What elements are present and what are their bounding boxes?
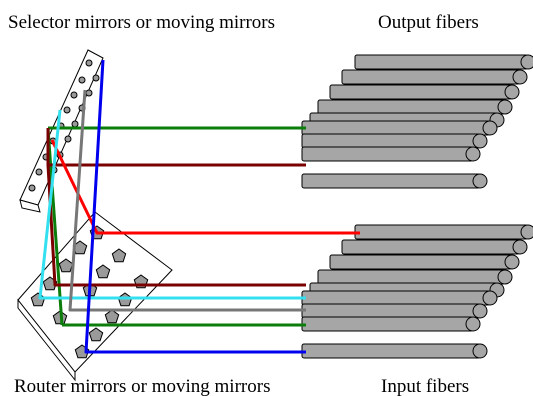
cyan-light-path: [38, 109, 306, 300]
fiber: [329, 84, 520, 100]
selector-mirror: [28, 184, 36, 192]
router-mirror: [88, 327, 104, 342]
fiber-end: [504, 254, 520, 270]
fiber: [301, 133, 488, 149]
output-fiber-bundle: [301, 54, 533, 189]
selector-mirror: [85, 89, 93, 97]
fiber: [341, 239, 528, 255]
fiber-body: [354, 224, 529, 240]
fiber-end: [504, 84, 520, 100]
fiber: [301, 303, 488, 319]
fiber: [354, 54, 533, 70]
selector-mirror: [85, 59, 93, 67]
input-fibers-label: Input fibers: [381, 376, 469, 396]
fiber-end: [520, 54, 533, 70]
fiber-end: [472, 303, 488, 319]
router-mirror: [95, 264, 111, 279]
light-paths: [38, 59, 360, 354]
fiber-body: [329, 254, 513, 270]
blue-light-path: [84, 59, 306, 354]
selector-panel-edge: [19, 199, 41, 213]
fiber-body: [341, 239, 521, 255]
fiber-end: [512, 69, 528, 85]
router-mirror-panel: [17, 211, 173, 382]
fiber-end: [497, 269, 513, 285]
fiber: [301, 290, 498, 306]
fiber-end: [482, 120, 498, 136]
selector-mirror: [64, 135, 72, 143]
fiber-end: [512, 239, 528, 255]
fiber-end: [472, 133, 488, 149]
fiber: [317, 269, 513, 285]
fiber-body: [301, 133, 481, 149]
router-panel-edge: [17, 298, 76, 382]
router-mirrors-label: Router mirrors or moving mirrors: [14, 376, 270, 396]
fiber-body: [301, 120, 491, 136]
fiber: [301, 343, 488, 359]
fiber-end: [472, 343, 488, 359]
selector-mirror: [78, 76, 86, 84]
fiber: [301, 146, 481, 162]
darkred-light-path: [46, 128, 306, 167]
fiber: [341, 69, 528, 85]
fiber: [329, 254, 520, 270]
selector-mirror: [70, 91, 78, 99]
gray-light-path: [68, 89, 306, 312]
fiber-body: [301, 343, 481, 359]
fiber: [301, 120, 498, 136]
selector-mirrors-label: Selector mirrors or moving mirrors: [8, 12, 275, 33]
output-fibers-label: Output fibers: [378, 12, 479, 33]
input-fiber-bundle: [301, 224, 533, 359]
fiber-body: [341, 69, 521, 85]
selector-mirror: [63, 106, 71, 114]
fiber-body: [301, 316, 474, 332]
selector-mirror: [35, 168, 43, 176]
fiber-end: [465, 316, 481, 332]
fiber-end: [497, 99, 513, 115]
selector-mirror: [92, 74, 100, 82]
fiber: [317, 99, 513, 115]
selector-mirror: [71, 120, 79, 128]
fiber-body: [301, 146, 474, 162]
fiber-end: [465, 146, 481, 162]
fiber: [301, 316, 481, 332]
fiber-body: [317, 269, 506, 285]
green-light-path: [46, 127, 64, 326]
fiber-body: [354, 54, 529, 70]
selector-mirror-panel: [19, 49, 104, 213]
fiber: [354, 224, 533, 240]
fiber-end: [482, 290, 498, 306]
fiber-end: [520, 224, 533, 240]
fiber-end: [472, 173, 488, 189]
router-mirror: [111, 248, 127, 263]
router-mirror: [104, 309, 120, 324]
red-light-path: [50, 139, 360, 235]
router-mirror: [58, 258, 74, 273]
fiber-body: [329, 84, 513, 100]
fiber-body: [301, 303, 481, 319]
fiber: [301, 173, 488, 189]
fiber-body: [317, 99, 506, 115]
fiber-body: [301, 290, 491, 306]
fiber-body: [301, 173, 481, 189]
